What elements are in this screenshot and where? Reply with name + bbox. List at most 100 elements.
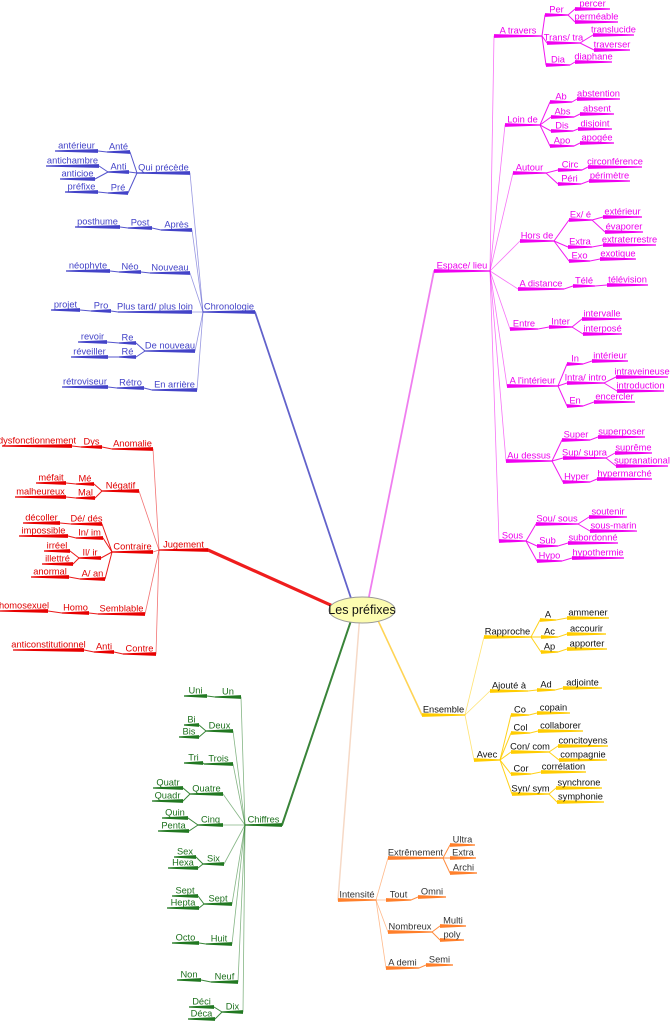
node-label[interactable]: Péri xyxy=(561,174,578,184)
node-label[interactable]: Dia xyxy=(551,55,566,65)
node-label[interactable]: compagnie xyxy=(560,750,605,760)
node-label[interactable]: Négatif xyxy=(106,481,136,491)
node-label[interactable]: intervalle xyxy=(583,309,620,319)
node-label[interactable]: Néo xyxy=(121,262,138,272)
node-label[interactable]: sous-marin xyxy=(591,521,637,531)
node-label[interactable]: antichambre xyxy=(47,156,98,166)
node-label[interactable]: Loin de xyxy=(507,115,538,125)
node-label[interactable]: Ap xyxy=(544,642,555,652)
node-label[interactable]: poly xyxy=(443,930,460,940)
node-label[interactable]: préfixe xyxy=(68,182,96,192)
node-label[interactable]: Semblable xyxy=(100,604,144,614)
node-label[interactable]: encercler xyxy=(595,392,633,402)
node-label[interactable]: En xyxy=(569,396,580,406)
node-label[interactable]: supranational xyxy=(614,456,670,466)
node-label[interactable]: translucide xyxy=(591,25,636,35)
node-label[interactable]: Sous xyxy=(502,531,524,541)
node-label[interactable]: Bis xyxy=(183,727,196,737)
node-label[interactable]: rétroviseur xyxy=(63,377,107,387)
node-label[interactable]: Dis xyxy=(555,121,569,131)
node-label[interactable]: Anté xyxy=(109,142,128,152)
node-label[interactable]: A demi xyxy=(388,958,416,968)
node-label[interactable]: Post xyxy=(131,218,150,228)
node-label[interactable]: Syn/ sym xyxy=(511,784,549,794)
node-label[interactable]: illettré xyxy=(45,554,70,564)
node-label[interactable]: Cor xyxy=(514,764,529,774)
node-label[interactable]: Au dessus xyxy=(507,451,551,461)
node-label[interactable]: Pré xyxy=(111,183,125,193)
node-label[interactable]: homosexuel xyxy=(0,601,49,611)
node-label[interactable]: Uni xyxy=(189,686,203,696)
node-label[interactable]: apporter xyxy=(570,639,605,649)
node-label[interactable]: A xyxy=(545,610,552,620)
node-label[interactable]: télévision xyxy=(608,275,647,285)
node-label[interactable]: Non xyxy=(180,970,197,980)
node-label[interactable]: symphonie xyxy=(558,792,603,802)
node-label[interactable]: Apo xyxy=(554,136,571,146)
node-label[interactable]: Déca xyxy=(191,1009,214,1019)
node-label[interactable]: Ac xyxy=(544,627,555,637)
node-label[interactable]: Extrêmement xyxy=(388,848,444,858)
node-label[interactable]: anticioe xyxy=(61,169,93,179)
node-label[interactable]: Ab xyxy=(555,92,566,102)
node-label[interactable]: Après xyxy=(164,220,189,230)
node-label[interactable]: extraterrestre xyxy=(602,235,657,245)
node-label[interactable]: Neuf xyxy=(215,972,235,982)
node-label[interactable]: Intra/ intro xyxy=(565,373,607,383)
node-label[interactable]: Inter xyxy=(551,317,570,327)
node-label[interactable]: introduction xyxy=(616,381,664,391)
node-label[interactable]: Contraire xyxy=(113,542,151,552)
node-label[interactable]: Col xyxy=(514,723,528,733)
node-label[interactable]: A/ an xyxy=(82,569,104,579)
node-label[interactable]: Hyper xyxy=(564,472,589,482)
node-label[interactable]: Espace/ lieu xyxy=(437,261,488,271)
node-label[interactable]: Bi xyxy=(187,715,195,725)
node-label[interactable]: Nombreux xyxy=(389,922,432,932)
node-label[interactable]: In/ im xyxy=(78,528,101,538)
node-label[interactable]: malheureux xyxy=(16,487,65,497)
node-label[interactable]: synchrone xyxy=(558,778,601,788)
node-label[interactable]: perméable xyxy=(575,12,619,22)
node-label[interactable]: Circ xyxy=(562,160,579,170)
node-label[interactable]: Qui précède xyxy=(138,163,189,173)
node-label[interactable]: dysfonctionnement xyxy=(0,436,76,446)
node-label[interactable]: Contre xyxy=(126,644,154,654)
node-label[interactable]: Tri xyxy=(188,753,199,763)
node-label[interactable]: anormal xyxy=(33,567,67,577)
node-label[interactable]: Ad xyxy=(540,680,551,690)
node-label[interactable]: périmètre xyxy=(590,171,629,181)
node-label[interactable]: Dys xyxy=(83,437,99,447)
node-label[interactable]: Per xyxy=(549,5,563,15)
node-label[interactable]: Extra xyxy=(569,237,592,247)
node-label[interactable]: décoller xyxy=(25,513,58,523)
node-label[interactable]: abstention xyxy=(577,89,620,99)
node-label[interactable]: Sept xyxy=(175,886,195,896)
node-label[interactable]: extérieur xyxy=(604,207,640,217)
node-label[interactable]: Archi xyxy=(453,863,474,873)
node-label[interactable]: Mal xyxy=(78,488,93,498)
node-label[interactable]: Sou/ sous xyxy=(536,514,578,524)
node-label[interactable]: Semi xyxy=(429,955,450,965)
node-label[interactable]: Hypo xyxy=(539,551,561,561)
node-label[interactable]: Dé/ dés xyxy=(70,514,102,524)
node-label[interactable]: Octo xyxy=(176,933,196,943)
node-label[interactable]: Autour xyxy=(516,163,543,173)
node-label[interactable]: réveiller xyxy=(73,347,106,357)
node-label[interactable]: Hexa xyxy=(172,858,195,868)
root-node[interactable] xyxy=(328,596,396,624)
node-label[interactable]: Anti xyxy=(110,162,126,172)
node-label[interactable]: Sub xyxy=(539,536,556,546)
node-label[interactable]: néophyte xyxy=(69,261,107,271)
node-label[interactable]: Super xyxy=(564,430,589,440)
node-label[interactable]: Télé xyxy=(575,276,593,286)
node-label[interactable]: intraveineuse xyxy=(614,367,669,377)
node-label[interactable]: Plus tard/ plus loin xyxy=(117,302,193,312)
node-label[interactable]: A travers xyxy=(500,26,537,36)
node-label[interactable]: Huit xyxy=(211,934,228,944)
node-label[interactable]: méfait xyxy=(38,473,64,483)
node-label[interactable]: A distance xyxy=(520,279,563,289)
node-label[interactable]: Chronologie xyxy=(204,302,254,312)
node-label[interactable]: Rapproche xyxy=(485,627,530,637)
node-label[interactable]: ammener xyxy=(568,608,607,618)
node-label[interactable]: projet xyxy=(54,300,78,310)
